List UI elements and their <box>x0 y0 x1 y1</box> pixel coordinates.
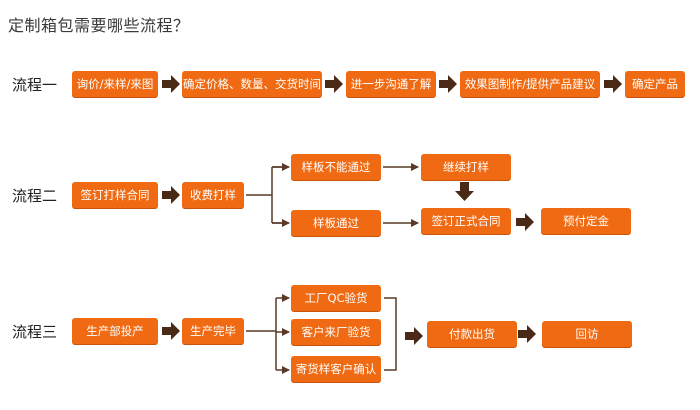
arrow-r3-merge <box>405 327 423 345</box>
arrow-r1-2 <box>325 75 343 93</box>
page-title: 定制箱包需要哪些流程？ <box>8 16 190 35</box>
step-sample-contract: 签订打样合同 <box>72 182 158 208</box>
step-payment-ship: 付款出货 <box>427 321 517 347</box>
step-confirm-product: 确定产品 <box>625 71 685 97</box>
step-continue-sample: 继续打样 <box>421 154 511 180</box>
row-label-2: 流程二 <box>12 187 58 205</box>
step-deposit: 预付定金 <box>541 208 631 234</box>
step-render: 效果图制作/提供产品建议 <box>460 71 600 97</box>
row-label-3: 流程三 <box>12 323 58 341</box>
check-factory-qc: 工厂QC验货 <box>291 285 381 311</box>
arrow-r3-1 <box>162 322 180 340</box>
step-communicate: 进一步沟通了解 <box>346 71 436 97</box>
arrow-r1-3 <box>439 75 457 93</box>
arrow-r2-1 <box>162 186 180 204</box>
arrow-r1-1 <box>162 75 180 93</box>
row-label-1: 流程一 <box>12 76 58 94</box>
branch-sample-pass: 样板通过 <box>291 210 381 236</box>
merge-r3 <box>384 297 397 371</box>
check-sample-mail: 寄货样客户确认 <box>291 356 381 382</box>
step-follow-up: 回访 <box>542 321 632 347</box>
check-client-visit: 客户来厂验货 <box>291 319 381 345</box>
step-production-done: 生产完毕 <box>182 318 244 344</box>
step-production: 生产部投产 <box>72 318 158 344</box>
step-confirm-price: 确定价格、数量、交货时间 <box>182 71 322 97</box>
split-r2 <box>246 166 288 224</box>
arrow-r3-2 <box>518 325 536 343</box>
arrow-r2-down <box>455 182 474 201</box>
step-formal-contract: 签订正式合同 <box>421 208 511 234</box>
step-inquiry: 询价/来样/来图 <box>72 71 158 97</box>
step-paid-sample: 收费打样 <box>182 182 244 208</box>
split-r3 <box>246 298 277 370</box>
arrow-r1-4 <box>604 75 622 93</box>
branch-sample-fail: 样板不能通过 <box>291 154 381 180</box>
arrow-r2-deposit <box>516 213 534 231</box>
